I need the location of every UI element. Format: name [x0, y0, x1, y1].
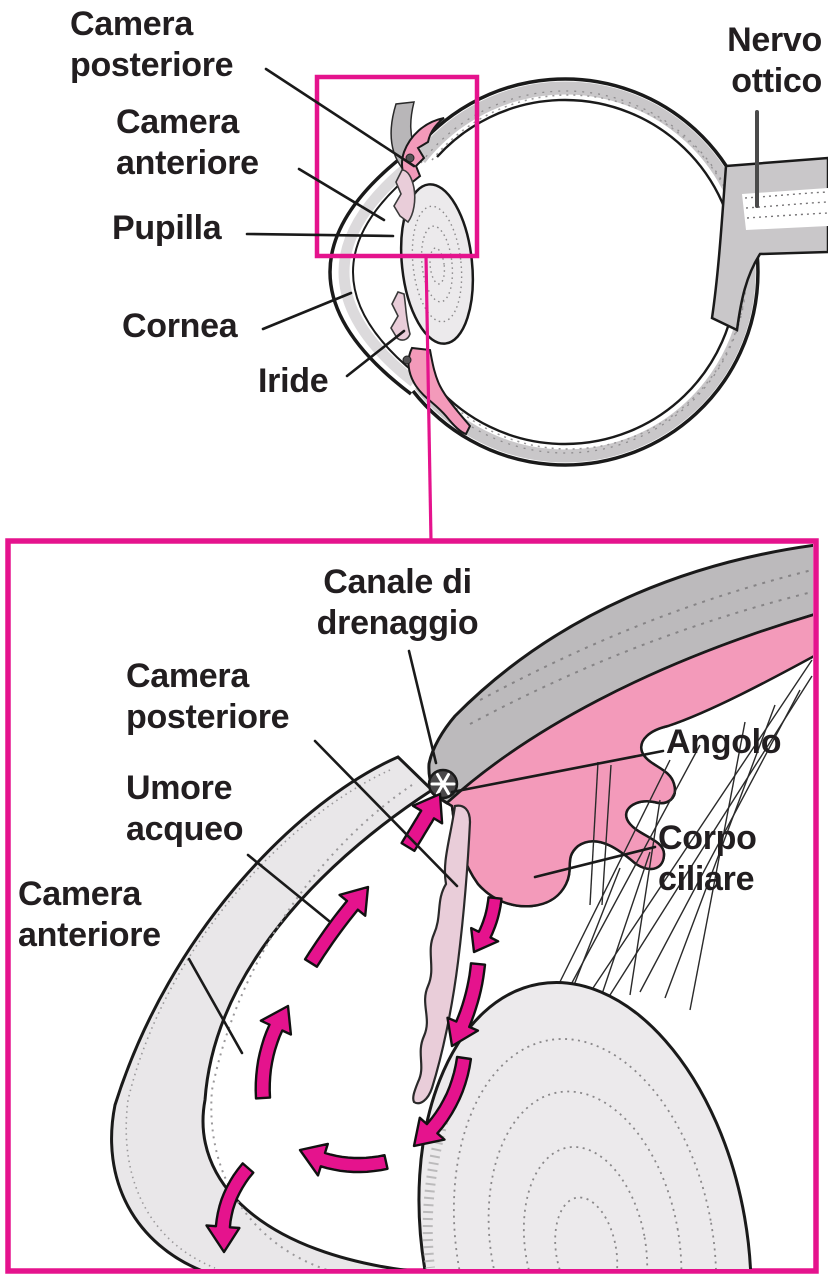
leader-canale-di-drenaggio	[407, 649, 438, 765]
flow-arrow-3	[254, 1004, 293, 1100]
leader-camera-posteriore	[264, 67, 416, 168]
flow-arrow-1	[400, 792, 444, 853]
lens-detail-shape	[417, 981, 753, 1269]
label-cornea: Cornea	[122, 307, 238, 345]
leader-iride	[345, 329, 406, 378]
flow-arrow-8	[205, 1162, 255, 1254]
label-nervo-ottico: Nervo ottico	[727, 21, 822, 101]
iris-upper	[393, 169, 416, 224]
flow-arrow-6	[412, 1055, 473, 1148]
label-camera-anteriore-overview: Camera anteriore	[116, 103, 259, 183]
drainage-canal-dot-lower	[402, 355, 412, 365]
optic-nerve-shape	[710, 156, 828, 332]
leader-angolo	[450, 749, 665, 794]
eye-overview-diagram	[245, 67, 828, 542]
flow-arrow-7	[298, 1142, 389, 1177]
lens-shape	[399, 183, 475, 345]
label-pupilla: Pupilla	[112, 209, 222, 247]
flow-arrow-2	[303, 885, 370, 968]
overview-leader-lines	[245, 67, 759, 378]
leader-camera-anteriore	[297, 167, 386, 222]
flow-arrow-5	[446, 962, 487, 1048]
detail-leader-lines	[187, 649, 665, 1055]
cornea-shape	[328, 148, 418, 396]
label-camera-posteriore-detail: Camera posteriore	[126, 657, 290, 737]
leader-pupilla	[245, 232, 395, 238]
flow-arrow-4	[470, 896, 503, 954]
sclera-outer-edge	[411, 77, 760, 467]
ciliary-body-lower	[407, 346, 472, 436]
label-corpo-ciliare: Corpo ciliare	[658, 819, 757, 899]
label-camera-anteriore-detail: Camera anteriore	[18, 875, 161, 955]
leader-cornea	[261, 291, 353, 331]
leader-corpo-ciliare	[533, 845, 657, 879]
retina-inner-edge	[436, 98, 739, 446]
label-canale-di-drenaggio: Canale di drenaggio	[316, 563, 479, 643]
label-iride: Iride	[258, 362, 329, 400]
label-camera-posteriore-overview: Camera posteriore	[70, 5, 234, 85]
zoom-connector-line	[424, 255, 433, 542]
leader-camera-anteriore-detail	[187, 957, 244, 1055]
eye-detail-diagram	[110, 544, 813, 1269]
cornea-detail-shape	[110, 755, 435, 1269]
leader-camera-posteriore-detail	[313, 739, 459, 888]
aqueous-flow-arrows	[205, 792, 503, 1254]
drainage-canal-shape	[427, 768, 459, 800]
leader-umore-acqueo	[246, 853, 331, 923]
label-angolo: Angolo	[666, 723, 782, 761]
label-umore-acqueo: Umore acqueo	[126, 769, 244, 849]
zoom-region-box	[314, 74, 480, 259]
iris-detail-shape	[412, 804, 472, 1105]
